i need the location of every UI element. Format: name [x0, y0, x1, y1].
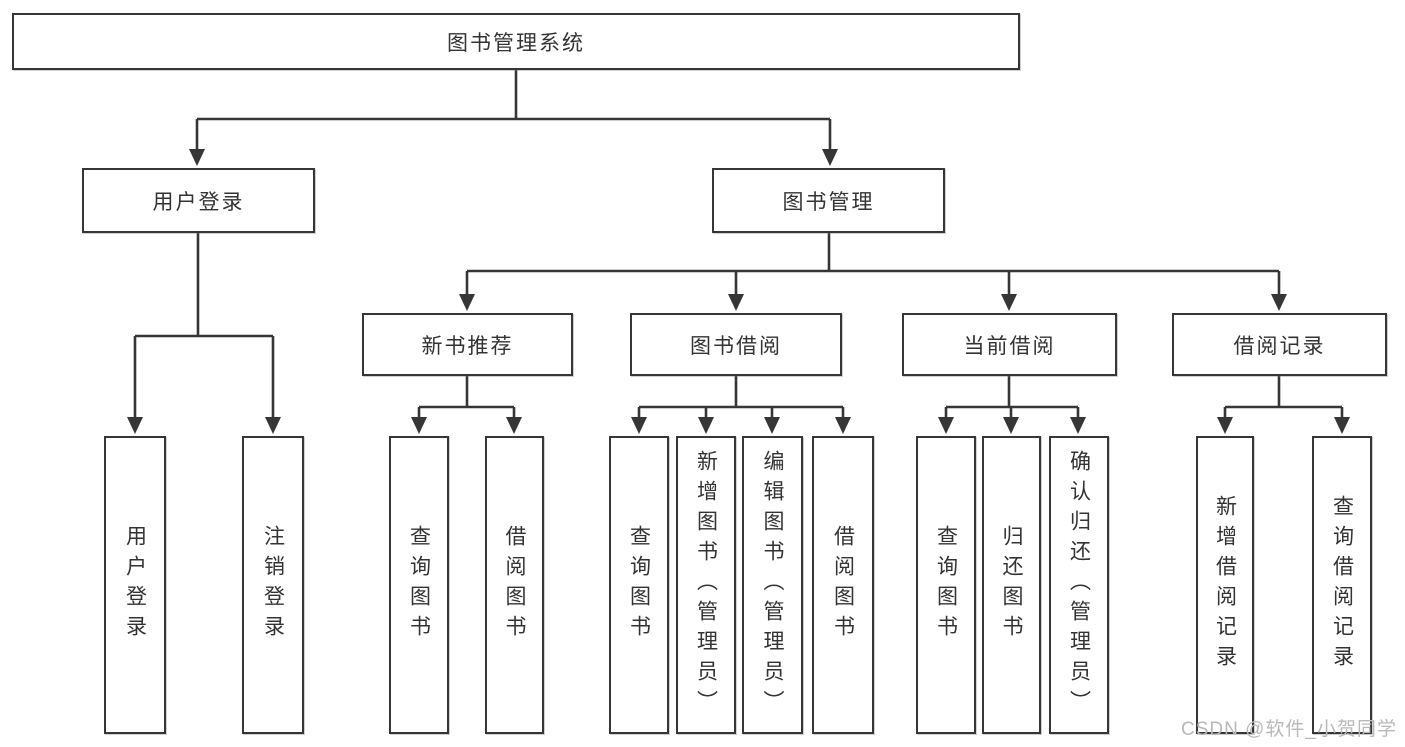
leaf-user-login: 用户登录 — [104, 436, 166, 734]
leaf-add-books-admin: 新增图书（管理员） — [676, 436, 736, 734]
node-new-book-recommend: 新书推荐 — [362, 313, 573, 376]
csdn-watermark: CSDN @软件_小贺同学 — [1181, 719, 1397, 740]
leaf-confirm-return-admin: 确认归还（管理员） — [1049, 436, 1109, 734]
leaf-query-books-borrowing: 查询图书 — [609, 436, 669, 734]
leaf-query-borrow-record: 查询借阅记录 — [1312, 436, 1372, 734]
leaf-query-books-current: 查询图书 — [916, 436, 976, 734]
node-book-management: 图书管理 — [712, 168, 945, 233]
node-current-borrowing: 当前借阅 — [902, 313, 1117, 376]
node-user-login: 用户登录 — [82, 168, 315, 233]
node-book-borrowing: 图书借阅 — [630, 313, 842, 376]
node-library-management-system: 图书管理系统 — [12, 13, 1020, 70]
leaf-add-borrow-record: 新增借阅记录 — [1196, 436, 1254, 734]
leaf-edit-books-admin: 编辑图书（管理员） — [742, 436, 803, 734]
leaf-borrow-books-borrowing: 借阅图书 — [812, 436, 874, 734]
node-borrowing-records: 借阅记录 — [1172, 313, 1387, 376]
leaf-return-books: 归还图书 — [982, 436, 1041, 734]
leaf-borrow-books-recommend: 借阅图书 — [485, 436, 544, 734]
leaf-logout: 注销登录 — [242, 436, 304, 734]
leaf-query-books-recommend: 查询图书 — [389, 436, 449, 734]
